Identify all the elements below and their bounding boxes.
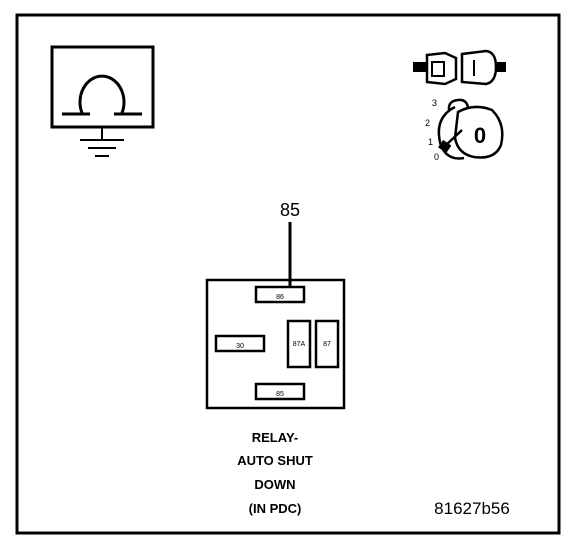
relay-pin-87: 87 [314,319,340,369]
ignition-position-label: 1 [428,137,433,147]
svg-text:87: 87 [323,341,331,348]
relay-caption-line: RELAY- [252,430,298,445]
svg-text:87A: 87A [293,341,306,348]
ignition-position-label: 0 [434,152,439,162]
ignition-switch-icon [437,98,504,160]
ground-symbol-icon [50,45,155,157]
svg-text:30: 30 [236,343,244,350]
ignition-position-label: 2 [425,118,430,128]
relay-pin-30: 30 [214,334,266,353]
svg-text:86: 86 [276,294,284,301]
ignition-key-label: 0 [474,123,486,148]
relay-caption-line: AUTO SHUT [237,453,313,468]
callout-label: 85 [280,200,300,220]
figure-id: 81627b56 [434,499,510,518]
relay-pin-87a: 87A [286,319,312,369]
frame [15,13,561,535]
relay-pin-85: 85 [254,382,306,401]
relay-body [205,278,346,410]
connector-icon [413,49,506,86]
relay-pin-86: 86 [254,285,306,304]
relay-caption-line: DOWN [254,477,295,492]
relay-caption-line: (IN PDC) [249,501,302,516]
svg-text:85: 85 [276,391,284,398]
ignition-position-label: 3 [432,98,437,108]
